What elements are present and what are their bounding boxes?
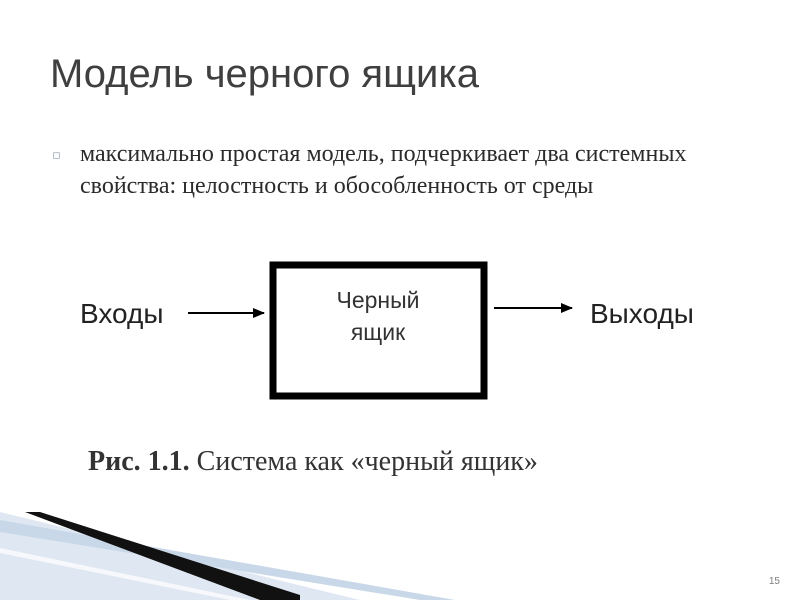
- slide-title: Модель черного ящика: [50, 52, 479, 96]
- bullet-text: максимально простая модель, подчеркивает…: [80, 141, 687, 199]
- black-box: [269, 261, 488, 400]
- caption-text: Система как «черный ящик»: [196, 446, 538, 477]
- box-label-line1: Черный: [337, 287, 420, 313]
- caption-number: Рис. 1.1.: [88, 446, 190, 477]
- bullet-square-icon: ▫: [52, 148, 61, 163]
- box-label-line2: ящик: [351, 319, 406, 345]
- page-number: 15: [768, 576, 780, 587]
- decoration-thin-ribbon: [0, 548, 250, 600]
- figure-caption: Рис. 1.1. Система как «черный ящик»: [88, 444, 538, 480]
- input-label: Входы: [80, 298, 163, 329]
- output-label: Выходы: [590, 298, 694, 329]
- decoration-dark-ribbon: [25, 512, 300, 600]
